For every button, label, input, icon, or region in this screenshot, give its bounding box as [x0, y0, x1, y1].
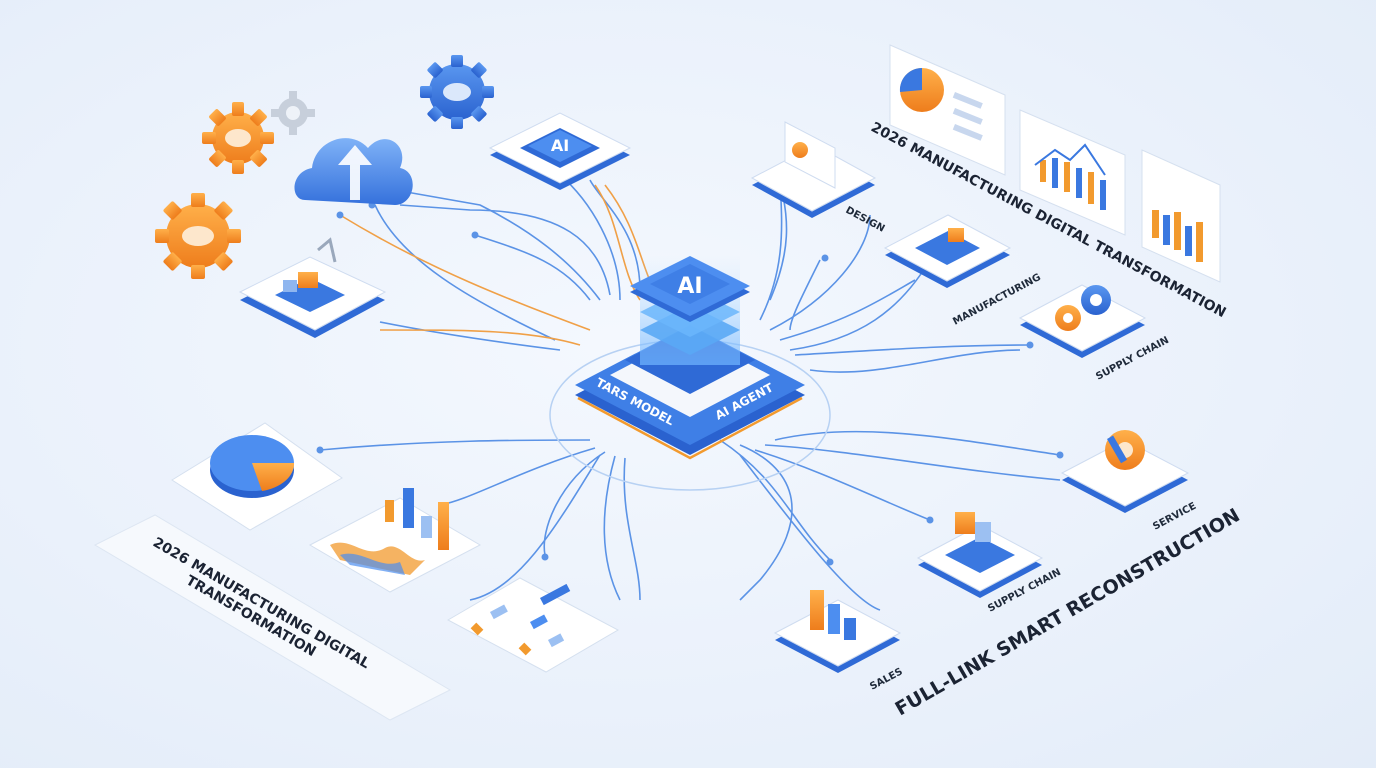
sales-tile: SALES	[773, 590, 905, 693]
left-bar-area-card	[308, 488, 482, 593]
gear-icon	[202, 102, 274, 174]
node-label-design: DESIGN	[844, 205, 887, 235]
supply-chain-lower-tile: SUPPLY CHAIN	[916, 512, 1063, 615]
gear-icon	[271, 91, 315, 135]
gear-icon	[155, 193, 241, 279]
manufacturing-tile: MANUFACTURING	[883, 214, 1043, 328]
cloud-upload-icon	[294, 138, 413, 205]
node-label-sales: SALES	[868, 666, 904, 692]
bottom-title: FULL-LINK SMART RECONSTRUCTION	[892, 504, 1244, 720]
connection-lines	[316, 166, 1064, 611]
gear-icon	[420, 55, 494, 129]
service-tile: SERVICE	[1060, 430, 1198, 533]
central-hub: AI TARS MODEL AI AGENT	[549, 255, 831, 491]
left-pie-card	[171, 422, 343, 531]
left-flow-card	[446, 577, 620, 673]
hub-chip-label: AI	[677, 274, 702, 299]
supply-chain-upper-tile: SUPPLY CHAIN	[1018, 284, 1171, 383]
ai-chip-tile: AI	[488, 112, 632, 190]
bar-chart-card	[1141, 149, 1221, 283]
factory-line-tile	[238, 237, 387, 338]
pie-chart-card	[889, 44, 1006, 176]
top-chip-label: AI	[551, 136, 569, 155]
design-tile: DESIGN	[750, 121, 887, 235]
line-chart-card	[1019, 109, 1126, 236]
